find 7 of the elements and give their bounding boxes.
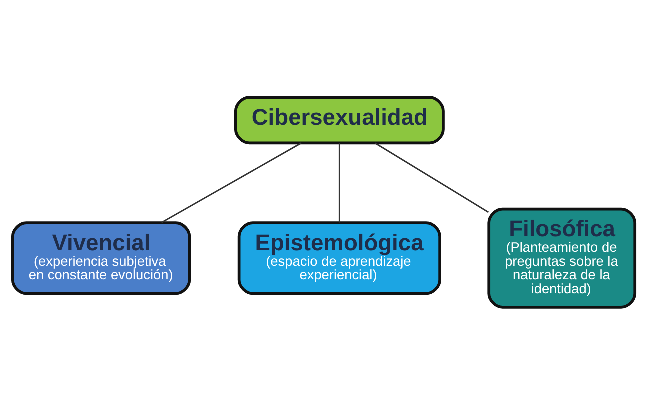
- node-box: Cibersexualidad: [234, 96, 445, 145]
- connector: [375, 142, 490, 214]
- connector: [338, 143, 340, 223]
- node-box: Epistemológica (espacio de aprendizaje experiencial): [238, 222, 442, 296]
- connector: [161, 142, 302, 224]
- node-box: Vivencial (experiencia subjetiva en constante evolución): [11, 222, 192, 296]
- node-box: Filosófica (Planteamiento de preguntas sobre la naturaleza de la identidad): [488, 208, 637, 309]
